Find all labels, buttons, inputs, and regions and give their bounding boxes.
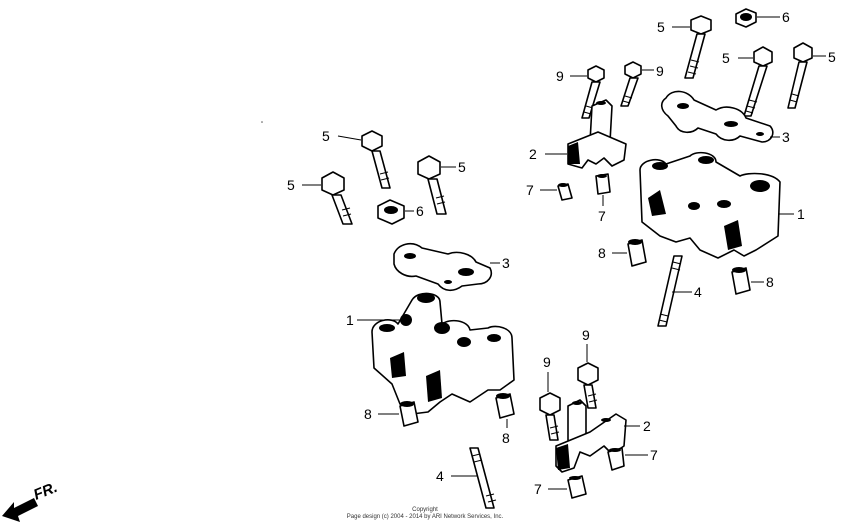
bolt-5-top [684,15,712,79]
bolt-5-upper-right [787,42,813,109]
callout-8: 8 [766,274,774,290]
callout-3: 3 [502,255,510,271]
callout-5: 5 [828,49,836,65]
callout-5: 5 [722,50,730,66]
plate-3-upper [660,90,774,143]
front-direction-label: FR. [31,479,60,504]
callout-9: 9 [656,63,664,79]
callout-8: 8 [598,245,606,261]
footer-copyright: Copyright [412,507,438,513]
stud-4-lower [469,447,497,509]
callout-1: 1 [346,312,354,328]
callout-5: 5 [657,19,665,35]
callout-7: 7 [526,182,534,198]
callout-4: 4 [694,284,702,300]
dowel-pin-7-lower-a [607,447,625,471]
plate-3-lower [393,242,493,292]
callout-9: 9 [556,68,564,84]
dowel-pin-7-lower-b [567,475,587,499]
callout-2: 2 [529,146,537,162]
footer-page-design: Page design (c) 2004 - 2014 by ARI Netwo… [346,514,504,520]
dowel-pin-8-lower-b [495,393,515,419]
flange-nut-6-top [735,8,757,28]
bolt-5-upper-mid [743,46,773,117]
stray-dot [261,121,263,123]
callout-7: 7 [598,208,606,224]
dowel-pin-7-upper-b [595,173,611,195]
bearing-cap-2-lower [555,399,627,473]
bolt-9-lower-a [539,392,561,441]
callout-3: 3 [782,129,790,145]
callout-6: 6 [782,9,790,25]
bolt-9-lower-b [577,362,599,409]
callout-7: 7 [534,481,542,497]
callout-4: 4 [436,468,444,484]
callout-5: 5 [458,159,466,175]
dowel-pin-8-upper-a [627,239,647,267]
callout-5: 5 [287,177,295,193]
bolt-9-upper-b [620,61,642,107]
callout-5: 5 [322,128,330,144]
dowel-pin-8-upper-b [731,267,751,295]
bolt-9-upper-a [581,65,605,119]
stud-4-upper [657,255,683,327]
callout-8: 8 [364,406,372,422]
callout-6: 6 [416,203,424,219]
bolt-5-left-c [417,155,447,215]
flange-nut-6-left [377,199,405,225]
bolt-5-left-a [361,130,391,189]
bolt-5-left-b [321,171,353,225]
callout-9: 9 [543,354,551,370]
callout-8: 8 [502,430,510,446]
bearing-cap-2-upper [567,99,627,169]
dowel-pin-8-lower-a [399,401,419,427]
rocker-arm-holder-1-upper [639,151,781,259]
callout-2: 2 [643,418,651,434]
callout-7: 7 [650,447,658,463]
callout-1: 1 [797,206,805,222]
callout-9: 9 [582,327,590,343]
dowel-pin-7-upper-a [557,183,573,201]
rocker-arm-holder-1-lower [371,292,515,415]
